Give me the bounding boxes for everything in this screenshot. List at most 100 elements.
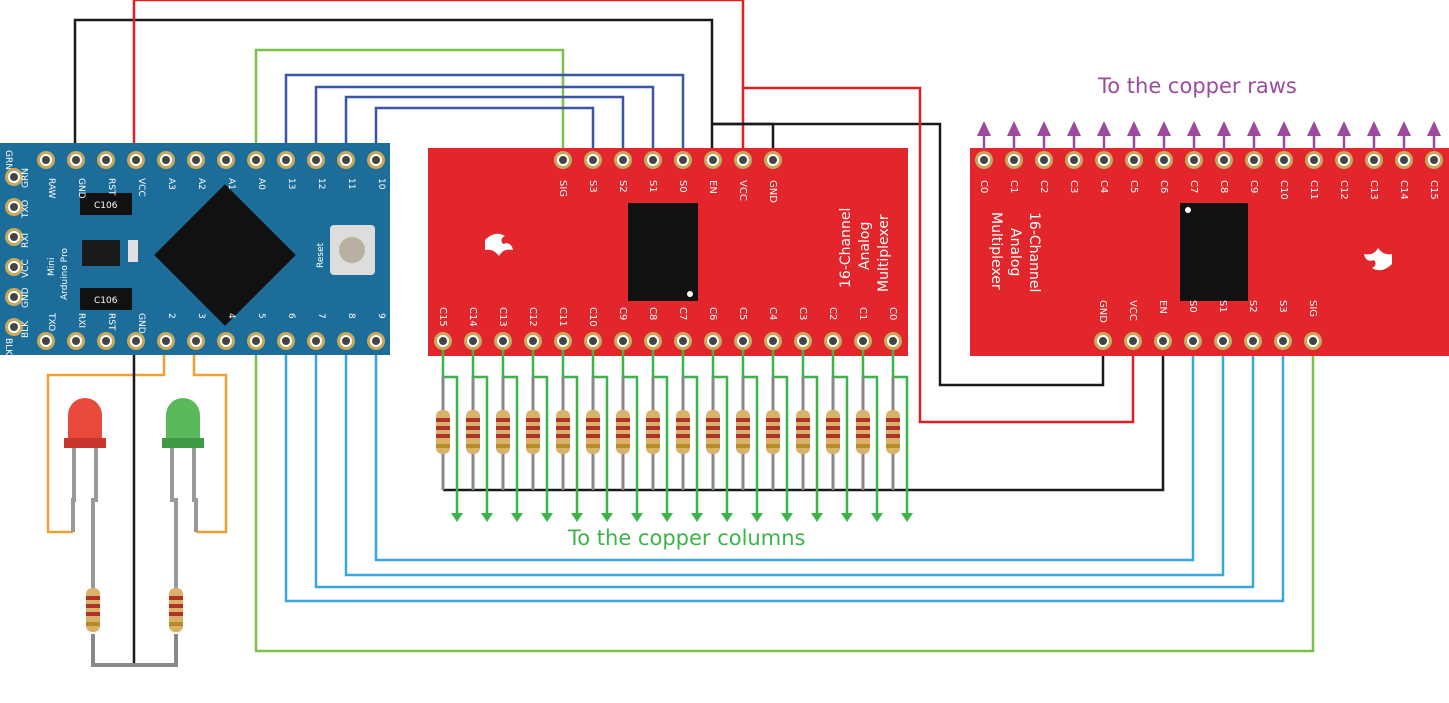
arduino-c106-bottom (80, 288, 132, 310)
mux-right-bottom-pin (1304, 332, 1322, 350)
wire-s2-right (314, 340, 1255, 589)
arduino-bottom-pin (367, 332, 385, 350)
column-wire (711, 350, 729, 515)
mux-right-chip (1180, 203, 1248, 301)
wire-s1-right (344, 340, 1225, 577)
arduino-side-pin (5, 168, 23, 186)
mux-right-top-pin (1095, 151, 1113, 169)
arduino-top-pin-label: GND (76, 178, 86, 199)
mux-right-title-1: 16-Channel (1026, 212, 1042, 292)
column-wire (681, 350, 699, 515)
column-wire (741, 350, 759, 515)
arduino-bottom-pin (217, 332, 235, 350)
arduino-top-pin-label: 12 (316, 178, 326, 189)
arduino-corner-label-bottom: BLK (3, 338, 13, 356)
wire-led-red (46, 340, 166, 534)
arduino-top-pin-label: 13 (286, 178, 296, 189)
mux-left-bottom-pin (584, 332, 602, 350)
arduino-bottom-pin (307, 332, 325, 350)
mux-left-bottom-pin (884, 332, 902, 350)
led-resistors (86, 588, 183, 632)
arduino-name-line1: Arduino Pro (60, 248, 70, 300)
mux-left-bottom-pin-label: C0 (887, 307, 898, 320)
mux-left-bottom-pin-label: C14 (467, 307, 478, 327)
mux-left-top-pin (674, 151, 692, 169)
arduino-top-pin (67, 151, 85, 169)
mux-right-top-pin (1155, 151, 1173, 169)
row-arrow-head-icon (1037, 121, 1051, 136)
mux-right-bottom-pin-label: S2 (1247, 300, 1258, 313)
wire-s1-left (314, 85, 655, 160)
mux-left-top-pin-label: VCC (737, 180, 748, 201)
column-arrow-head-icon (661, 513, 673, 522)
column-arrow-head-icon (811, 513, 823, 522)
mux-right-top-pin-label: C8 (1218, 180, 1229, 193)
mux-right-top-pin (1365, 151, 1383, 169)
mux-right-top-pin-label: C9 (1248, 180, 1259, 193)
mux-right-top-pin (1395, 151, 1413, 169)
mux-left-bottom-pin (674, 332, 692, 350)
mux-right-top-pin-label: C10 (1278, 180, 1289, 200)
column-resistor (736, 410, 750, 454)
column-wire (561, 350, 579, 515)
mux-left-bottom-pin-label: C13 (497, 307, 508, 327)
column-arrow-head-icon (601, 513, 613, 522)
wires-layer (46, 0, 1315, 667)
mux-left-bottom-pin (644, 332, 662, 350)
arduino-bottom-pin (247, 332, 265, 350)
wire-resistor-gnd (91, 634, 178, 667)
arduino-top-pin (367, 151, 385, 169)
row-arrow-head-icon (1067, 121, 1081, 136)
column-arrow-head-icon (451, 513, 463, 522)
mux-left-bottom-pin-label: C10 (587, 307, 598, 327)
mux-left-bottom-pin-label: C3 (797, 307, 808, 320)
mux-left-top-pin-label: EN (707, 180, 718, 194)
arduino-bottom-pin (187, 332, 205, 350)
mux-left-top-pin-label: S3 (587, 180, 598, 193)
arduino-bottom-pin (37, 332, 55, 350)
rows-label: To the copper raws (1097, 74, 1297, 98)
mux-left-bottom-pin-label: C9 (617, 307, 628, 320)
mux-left-bottom-pin (494, 332, 512, 350)
mux-left-bottom-pin (824, 332, 842, 350)
red-led (64, 398, 106, 590)
mux-right-top-pin-label: C1 (1008, 180, 1019, 193)
mux-right-top-pin (975, 151, 993, 169)
wire-vcc-right (743, 86, 1135, 424)
mux-left-bottom-pin-label: C8 (647, 307, 658, 320)
arduino-regulator (82, 240, 120, 266)
mux-right-top-pin-label: C5 (1128, 180, 1139, 193)
column-wire (801, 350, 819, 515)
mux-left-top-pin (704, 151, 722, 169)
mux-left-top-pin (764, 151, 782, 169)
mux-left-top-pin-label: SIG (557, 180, 568, 197)
arduino-top-pin (307, 151, 325, 169)
arduino-top-pin (37, 151, 55, 169)
mux-right-top-pin (1035, 151, 1053, 169)
green-led (162, 398, 204, 590)
mux-right-top-pin (1245, 151, 1263, 169)
mux-right-top-pin (1425, 151, 1443, 169)
mux-right-top-pin-label: C11 (1308, 180, 1319, 200)
mux-left-title-2: Analog (857, 222, 873, 270)
column-arrow-head-icon (781, 513, 793, 522)
arduino-side-pin (5, 318, 23, 336)
arduino-bottom-pin-label: 4 (226, 313, 236, 319)
arduino-bottom-pin-label: 8 (346, 313, 356, 319)
column-resistor (676, 410, 690, 454)
mux-right-bottom-pin-label: S0 (1187, 300, 1198, 313)
arduino-bottom-pin-label: 5 (256, 313, 266, 319)
mux-left-bottom-pin-label: C11 (557, 307, 568, 327)
mux-left-bottom-pin (734, 332, 752, 350)
reset-button (339, 237, 365, 263)
mux-right-top-pin-label: C2 (1038, 180, 1049, 193)
mux-left-top-pin-label: S2 (617, 180, 628, 193)
led-resistor-green (169, 588, 183, 632)
arduino-top-pin-label: 11 (346, 178, 356, 189)
arduino-top-pin-label: A2 (196, 178, 206, 190)
arduino-bottom-pin-label: RXI (76, 313, 86, 328)
